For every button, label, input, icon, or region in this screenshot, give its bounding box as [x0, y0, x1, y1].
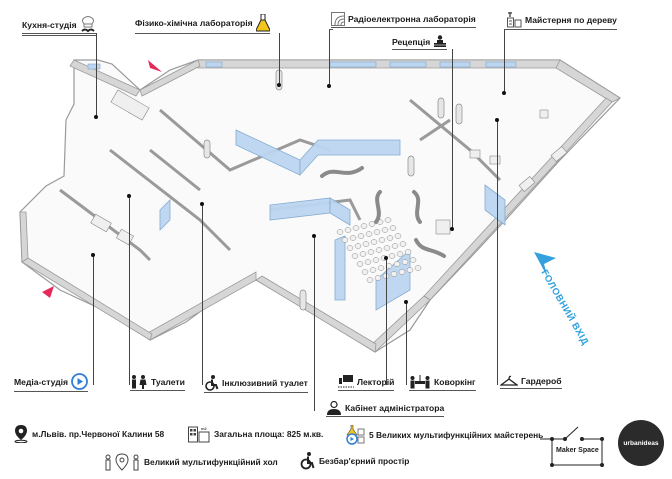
- label-reception[interactable]: Рецепція: [392, 35, 448, 50]
- label-wardrobe[interactable]: Гардероб: [500, 375, 562, 389]
- lecture-seat: [393, 261, 401, 267]
- lecture-seat: [391, 243, 399, 249]
- nav-arrow-icon: [148, 60, 162, 72]
- lecture-seat: [346, 245, 354, 251]
- lecture-seat: [370, 239, 378, 245]
- label-radio-lab[interactable]: Радіоелектронна лабораторія: [331, 12, 476, 28]
- label-admin-office[interactable]: Кабінет адміністратора: [326, 401, 445, 417]
- lecture-seat: [409, 257, 417, 263]
- lecture-seat: [373, 229, 381, 235]
- footer-area: m2 Загальна площа: 825 м.кв.: [188, 425, 323, 443]
- label-inclusive-toilet[interactable]: Інклюзивний туалет: [204, 375, 308, 393]
- restroom-icon: [130, 375, 148, 389]
- lecture-seat: [354, 243, 362, 249]
- lecture-seat: [375, 247, 383, 253]
- urbanideas-logo[interactable]: urbanideas: [618, 420, 664, 466]
- label-kitchen-studio[interactable]: Кухня-студія: [22, 16, 96, 36]
- lecture-seat: [357, 233, 365, 239]
- lecture-seat: [386, 235, 394, 241]
- wheelchair-icon: [300, 452, 315, 470]
- lecture-seat: [389, 225, 397, 231]
- label-lecture-hall[interactable]: Лекторій: [338, 375, 395, 391]
- maker-space-logo: [540, 426, 604, 467]
- svg-text:m2: m2: [201, 426, 208, 431]
- admin-icon: [326, 401, 342, 415]
- lecture-seat: [362, 241, 370, 247]
- lecture-seat: [336, 229, 344, 235]
- reception-desk-icon: [433, 35, 447, 48]
- maker-space-label: Maker Space: [556, 447, 599, 454]
- lecture-seat: [383, 245, 391, 251]
- lecture-seat: [367, 249, 375, 255]
- lecture-seat: [377, 265, 385, 271]
- flask-icon: [255, 14, 270, 32]
- label-media-studio[interactable]: Медіа-студія: [14, 373, 89, 392]
- footer-workshops: 5 Великих мультифункційних майстерень: [345, 425, 543, 445]
- lecture-seat: [344, 227, 352, 233]
- lecture-seat: [364, 259, 372, 265]
- lecture-seat: [359, 251, 367, 257]
- lecture-seat: [406, 267, 414, 273]
- floor-area-icon: m2: [188, 425, 210, 443]
- lecture-seat: [401, 259, 409, 265]
- lecture-seat: [381, 227, 389, 233]
- lecture-seat: [404, 249, 412, 255]
- nav-arrow-icon: [42, 286, 54, 298]
- lecture-seat: [374, 275, 382, 281]
- lecture-seat: [398, 269, 406, 275]
- lecture-seat: [378, 237, 386, 243]
- lecture-seat: [388, 253, 396, 259]
- lecture-seat: [396, 251, 404, 257]
- radio-board-icon: [331, 12, 345, 26]
- wheelchair-icon: [204, 375, 219, 391]
- coworking-icon: [409, 375, 431, 389]
- play-icon: [71, 373, 88, 390]
- chef-icon: [80, 16, 96, 34]
- lecture-seat: [341, 237, 349, 243]
- label-woodshop[interactable]: Майстерня по дереву: [507, 12, 617, 30]
- label-toilets[interactable]: Туалети: [130, 375, 185, 391]
- entrance-arrow-icon: [534, 252, 556, 278]
- lecture-seat: [365, 231, 373, 237]
- label-coworking[interactable]: Коворкінг: [409, 375, 476, 391]
- hanger-icon: [500, 375, 518, 387]
- footer-hall: Великий мультифункційний хол: [104, 452, 278, 472]
- hall-icon: [104, 452, 140, 472]
- lecture-seat: [361, 269, 369, 275]
- lecture-seat: [351, 253, 359, 259]
- lecture-seat: [356, 261, 364, 267]
- lecture-seat: [366, 277, 374, 283]
- lecture-seat: [368, 221, 376, 227]
- tools-icon: [507, 12, 522, 28]
- lecture-seat: [360, 223, 368, 229]
- lecture-seat: [352, 225, 360, 231]
- lecture-seat: [414, 265, 422, 271]
- lecture-seat: [372, 257, 380, 263]
- lecture-seat: [394, 233, 402, 239]
- footer-address: м.Львів. пр.Червоної Калини 58: [14, 425, 164, 443]
- footer-barrier-free: Безбар'єрний простір: [300, 452, 409, 470]
- workshops-icon: [345, 425, 365, 445]
- location-pin-icon: [14, 425, 28, 443]
- label-chem-lab[interactable]: Фізико-хімічна лабораторія: [135, 14, 270, 34]
- lecture-seat: [384, 217, 392, 223]
- lecture-seat: [399, 241, 407, 247]
- lecture-seat: [349, 235, 357, 241]
- lecture-icon: [338, 375, 354, 389]
- lecture-seat: [390, 271, 398, 277]
- lecture-seat: [369, 267, 377, 273]
